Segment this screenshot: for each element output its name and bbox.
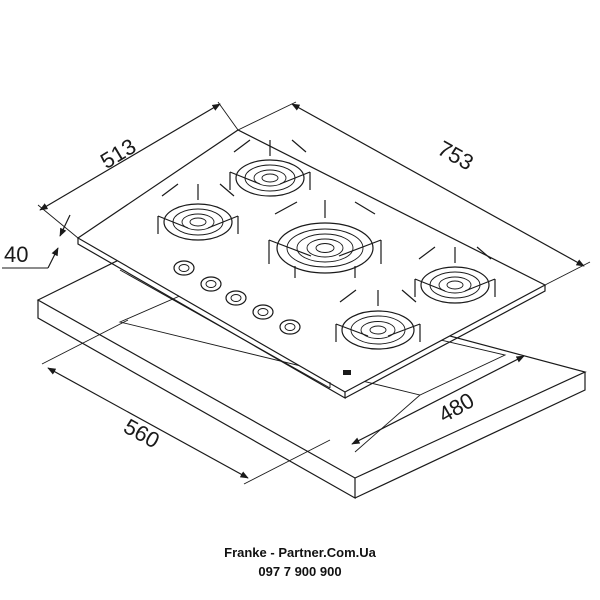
dimension-thickness: 40 [2, 214, 71, 269]
knob-3 [225, 290, 247, 306]
knob-5 [279, 319, 301, 335]
phone-caption: 097 7 900 900 [258, 564, 342, 579]
brand-caption: Franke - Partner.Com.Ua [224, 545, 376, 560]
hob-glass-plate [76, 129, 547, 400]
cutout-width-label: 480 [434, 387, 478, 427]
control-knobs [173, 260, 351, 375]
knob-4 [252, 304, 274, 320]
burner-front [335, 289, 421, 350]
brand-logo-mark [343, 370, 351, 375]
cutout-depth-label: 560 [120, 414, 164, 454]
knob-1 [173, 260, 195, 276]
knob-2 [200, 276, 222, 292]
width-label: 753 [434, 136, 478, 176]
depth-label: 513 [96, 133, 140, 173]
thickness-label: 40 [4, 242, 28, 267]
